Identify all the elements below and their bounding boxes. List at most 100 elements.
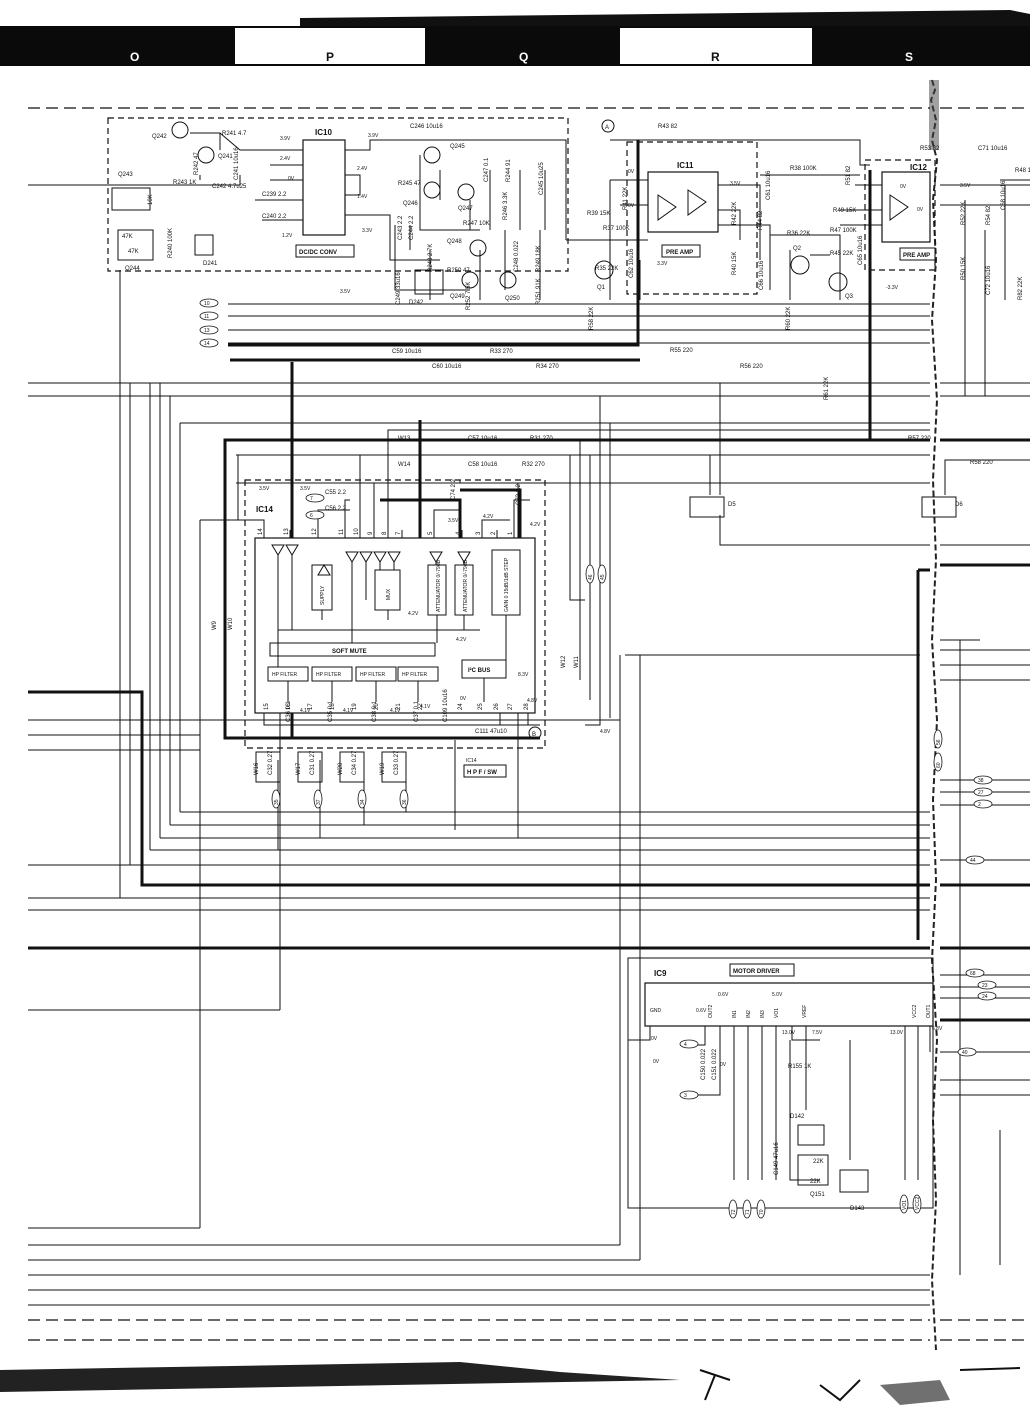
transistor-q244-icon: [117, 229, 154, 261]
connector-c35p-bubble: [271, 789, 281, 809]
ic14-pin-bottom-27: 27: [508, 703, 514, 710]
component-c150-label: C150 0.022: [701, 1048, 707, 1080]
ic14-pin-top-10: 10: [354, 528, 360, 535]
connector-c4-label: 4: [684, 1042, 687, 1048]
voltage-v41b: 4.1V: [343, 708, 354, 714]
component-r40-label: R40 15K: [732, 252, 738, 275]
ic11-ref: IC11: [677, 161, 694, 170]
connector-c27-label: 27: [978, 790, 984, 796]
ic14-pin-bottom-20: 20: [374, 703, 380, 710]
ic12-ref: IC12: [910, 163, 927, 172]
voltage-v42b: 4.2V: [530, 522, 541, 528]
component-d242-label: D242: [409, 300, 424, 306]
component-q2-label: Q2: [793, 246, 802, 252]
connector-c72-label: 72: [731, 1209, 737, 1215]
connector-c37p-label: 37: [316, 799, 322, 805]
component-r49-label: R49 15K: [833, 208, 856, 214]
connector-c2-label: 2: [978, 802, 981, 808]
ic11-label-box: [661, 244, 701, 258]
diode-d143-icon: [839, 1169, 869, 1193]
voltage-v42c: 4.2V: [408, 611, 419, 617]
connector-c10-bubble: [199, 298, 219, 308]
component-c62-label: C62 10u16: [629, 248, 635, 278]
component-c38-label: C38 0.1: [372, 700, 378, 722]
connector-c14-label: 14: [204, 341, 210, 347]
component-r243-label: R243 1K: [173, 180, 196, 186]
component-w19-label: W19: [380, 762, 386, 775]
buffer-icon: [457, 551, 471, 563]
marker-a-label: A: [605, 125, 609, 131]
component-d142-label: D142: [790, 1114, 805, 1120]
component-r37-label: R37 100K: [603, 226, 630, 232]
component-q242-label: Q242: [152, 134, 167, 140]
component-w12-label: W12: [561, 655, 567, 668]
component-c245-label: C245 10u25: [539, 162, 545, 195]
component-r33-label: R33 270: [490, 349, 513, 355]
component-q3-label: Q3: [845, 294, 854, 300]
voltage-v33c: -3.3V: [886, 285, 899, 291]
ic14-pin-bottom-24: 24: [458, 703, 464, 710]
ic14-pin-top-3: 3: [476, 531, 482, 535]
mux-box: [374, 569, 401, 611]
column-label-p: P: [326, 50, 334, 64]
voltage-v24b: 2.4V: [357, 166, 368, 172]
component-r50-label: R50 15K: [961, 257, 967, 280]
component-c241-label: C241 10u16: [234, 147, 240, 180]
component-q249-label: Q249: [450, 294, 465, 300]
component-r35-label: R35 22K: [595, 266, 618, 272]
buffer-icon: [345, 551, 359, 563]
component-w11-label: W11: [574, 655, 580, 668]
component-c149-label: C149 47u16: [774, 1142, 780, 1175]
w20-c34-group: [339, 751, 365, 783]
component-c61-label: C61 10u16: [766, 170, 772, 200]
connector-c34p-label: 34: [360, 799, 366, 805]
voltage-v0c: 0V: [628, 203, 635, 209]
motor-driver-label-box: [729, 963, 795, 977]
ic14-pin-top-13: 13: [284, 528, 290, 535]
transistor-q243-icon: [111, 187, 151, 211]
i2c-bus-label: I²C BUS: [468, 667, 490, 674]
ic14-pin-bottom-18: 18: [330, 703, 336, 710]
connector-c24-bubble: [977, 991, 997, 1001]
ic9-frame: [627, 957, 934, 1209]
component-r47k-label: 47K: [122, 234, 133, 240]
connector-c35p-label: 35: [274, 799, 280, 805]
component-r34-label: R34 270: [536, 364, 559, 370]
component-r61-label: R61 22K: [824, 377, 830, 400]
voltage-v48a: 4.8V: [527, 698, 538, 704]
ic12-label-box: [899, 247, 936, 261]
ic9-ref: IC9: [654, 969, 667, 978]
page-edge-scan: [929, 70, 941, 1360]
voltage-v0d: 0V: [460, 696, 467, 702]
connector-c13-bubble: [199, 325, 219, 335]
voltage-v0i: 0V: [900, 184, 907, 190]
diode-d5-icon: [689, 496, 725, 518]
component-c36-label: C36 0.1: [286, 700, 292, 722]
ic10-label: DC/DC CONV: [299, 250, 337, 256]
column-label-s: S: [905, 50, 913, 64]
column-header: O P Q R S: [0, 0, 1030, 66]
component-d6-label: D6: [955, 502, 963, 508]
connector-c68-label: 68: [970, 971, 976, 977]
connector-c38-bubble: [973, 775, 993, 785]
transistor-q242-icon: [171, 121, 189, 139]
connector-c3-bubble: [679, 1090, 699, 1100]
buffer-icon: [285, 544, 299, 556]
component-c249-label: C249 33u16: [396, 272, 402, 305]
bottom-scan-artifact: [0, 1362, 1021, 1405]
component-c248-label: C248 0.022: [514, 240, 520, 272]
component-d143-label: D143: [850, 1206, 865, 1212]
component-r56-label: R56 220: [740, 364, 763, 370]
component-c73-label: C73 2.2: [516, 483, 522, 505]
ic14-body: [254, 537, 536, 714]
ic14-ref: IC14: [256, 505, 273, 514]
connector-c40-label: 40: [962, 1050, 968, 1056]
voltage-v35c: 3.5V: [340, 289, 351, 295]
component-r10k-label: 10K: [148, 194, 154, 205]
transistor-q245-icon: [423, 146, 441, 164]
ic14-pin-bottom-22: 22: [418, 703, 424, 710]
markers: A B: [528, 119, 615, 740]
voltage-v41a: 4.1V: [300, 708, 311, 714]
